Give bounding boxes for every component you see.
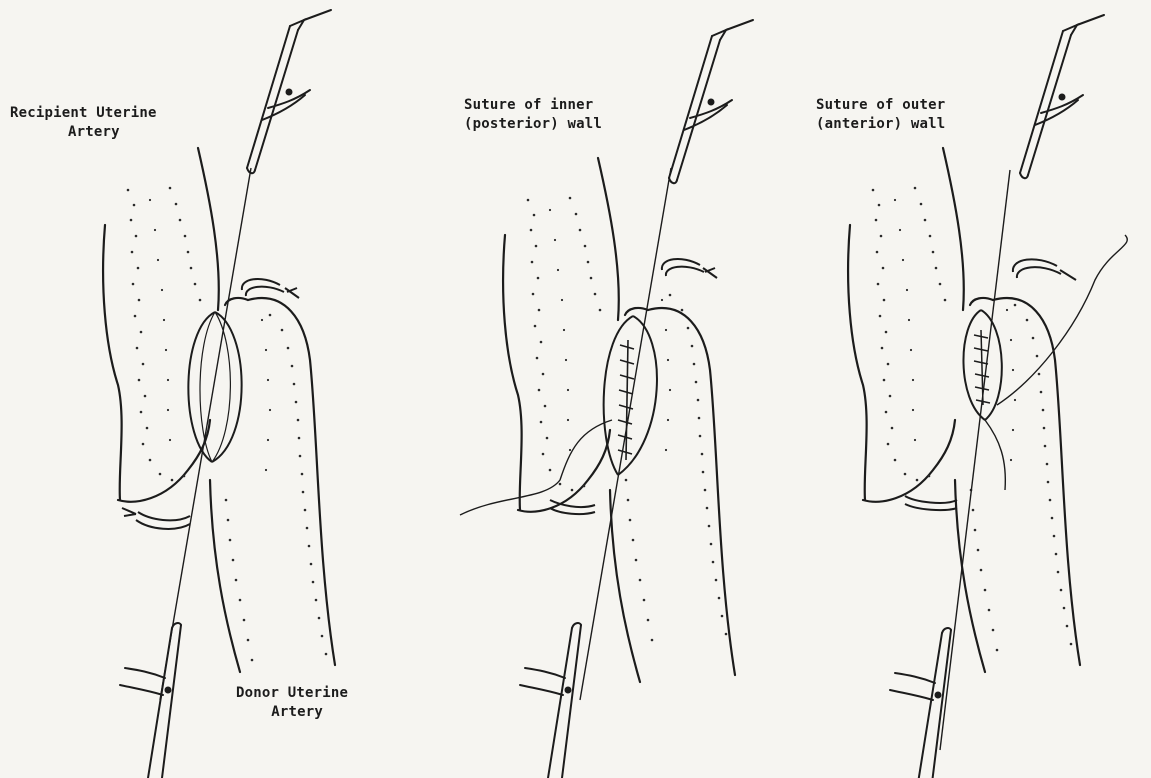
outer-label-line-1: Suture of outer (816, 96, 945, 115)
donor-artery-label: Donor Uterine Artery (236, 684, 348, 722)
inner-wall-suture-label: Suture of inner (posterior) wall (464, 96, 602, 134)
recipient-artery-label: Recipient Uterine Artery (10, 104, 157, 142)
donor-label-line-1: Donor Uterine (236, 684, 348, 703)
inner-label-line-2: (posterior) wall (464, 115, 602, 134)
donor-label-line-2: Artery (236, 703, 348, 722)
inner-label-line-1: Suture of inner (464, 96, 602, 115)
outer-wall-suture-label: Suture of outer (anterior) wall (816, 96, 945, 134)
outer-label-line-2: (anterior) wall (816, 115, 945, 134)
recipient-label-line-2: Artery (10, 123, 157, 142)
recipient-label-line-1: Recipient Uterine (10, 104, 157, 123)
